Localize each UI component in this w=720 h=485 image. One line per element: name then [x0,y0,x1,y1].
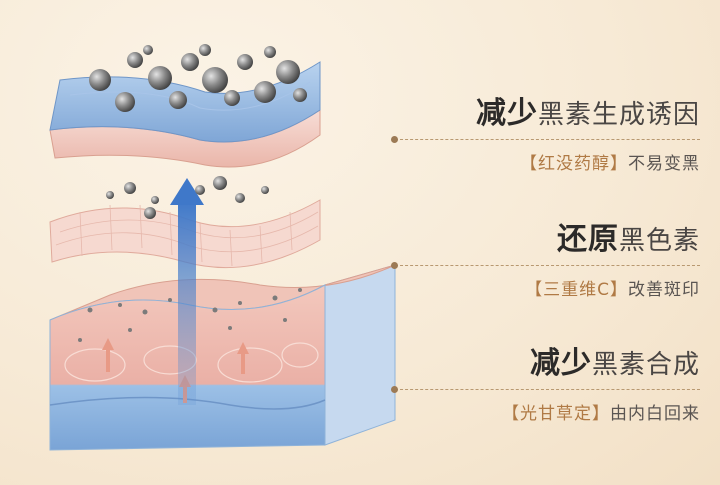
claim-title-rest: 黑素生成诱因 [537,100,700,130]
upward-arrow-icon [170,178,204,405]
claim-title: 减少黑素合成 [395,346,700,383]
claim-title-rest: 黑色素 [618,226,700,256]
claim-divider [391,136,700,143]
claim-divider [391,386,700,393]
skin-layers-illustration [49,44,396,451]
divider-dot [391,386,398,393]
claim-divider [391,262,700,269]
melanin-particle-icon [89,44,307,219]
claim-title-emphasis: 减少 [475,96,538,131]
claim-subtitle: 【三重维C】改善斑印 [395,275,700,300]
claim-subtitle: 【红没药醇】不易变黑 [395,149,700,174]
divider-dot [391,262,398,269]
divider-dot [391,136,398,143]
ingredient-tag: 【光甘草定】 [502,404,610,424]
claim-title-emphasis: 减少 [529,346,592,381]
claim-title: 还原黑色素 [395,222,700,259]
claim-title-rest: 黑素合成 [591,350,700,380]
claim-title: 减少黑素生成诱因 [395,96,700,133]
ingredient-tag: 【三重维C】 [525,280,628,300]
claim-benefit: 不易变黑 [628,154,700,174]
claim-block-3: 减少黑素合成 【光甘草定】由内白回来 [391,346,700,424]
claim-benefit: 由内白回来 [610,404,700,424]
claim-block-2: 还原黑色素 【三重维C】改善斑印 [391,222,700,300]
claim-title-emphasis: 还原 [556,222,619,257]
claim-subtitle: 【光甘草定】由内白回来 [395,399,700,424]
claim-benefit: 改善斑印 [628,280,700,300]
skin-block-side [324,264,396,446]
ingredient-tag: 【红没药醇】 [520,154,628,174]
claim-block-1: 减少黑素生成诱因 【红没药醇】不易变黑 [391,96,700,174]
